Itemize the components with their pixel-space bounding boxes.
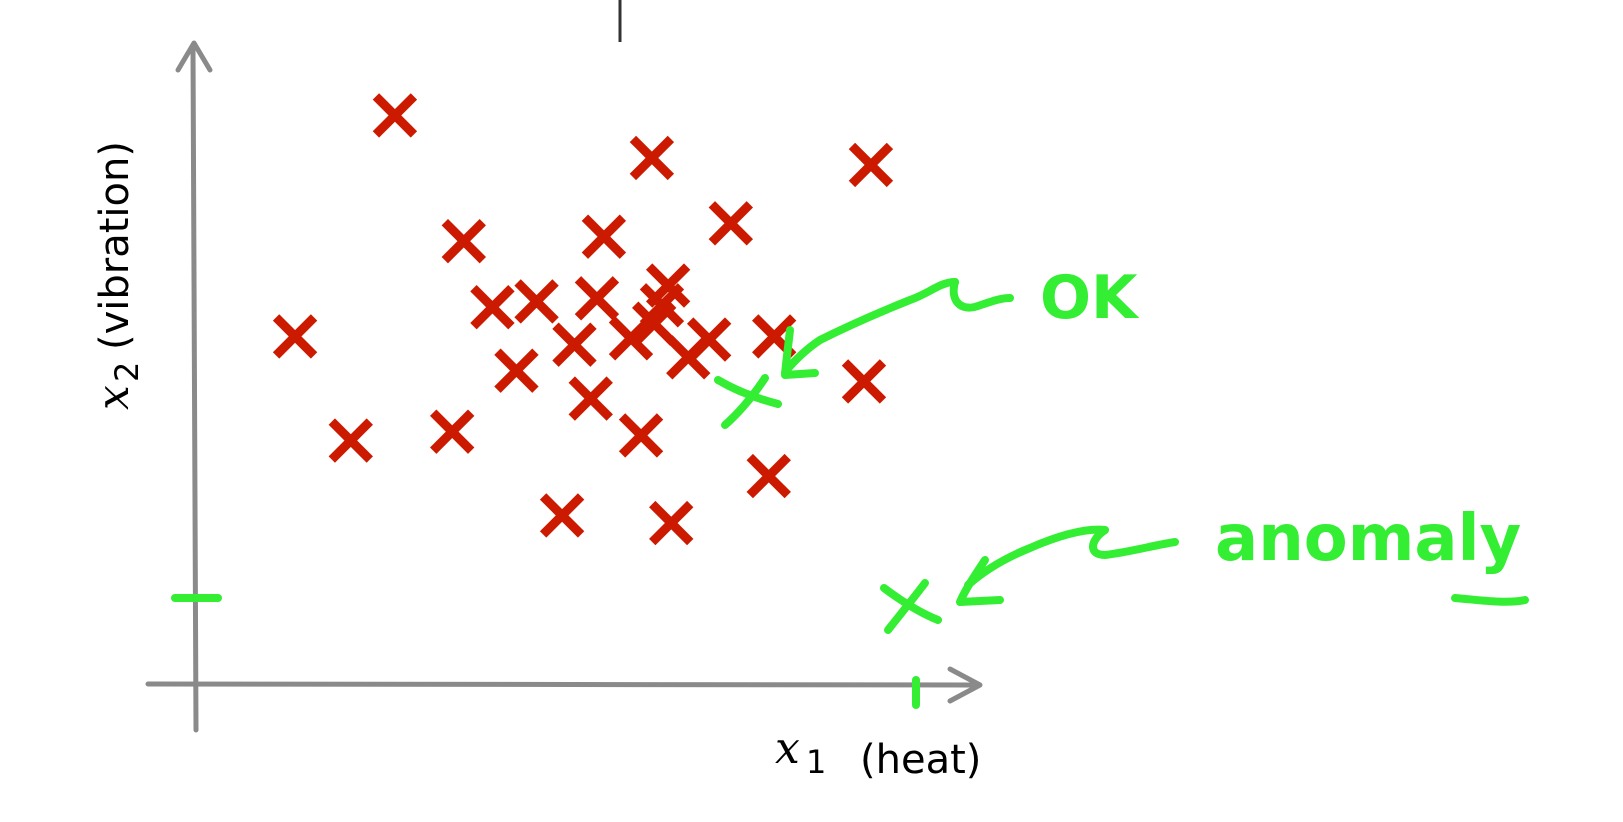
data-point-8 [514,279,559,324]
data-point-11 [632,301,677,346]
data-point-4 [581,214,627,259]
data-point-9 [574,276,620,321]
data-point-2 [848,142,894,188]
data-point-0 [372,93,418,138]
data-points [272,93,894,546]
data-point-3 [441,218,486,264]
data-point-20 [568,376,613,421]
y-axis-text: (vibration) [92,141,138,350]
data-point-18 [666,335,711,380]
ok-point-mark [714,374,782,429]
axes [145,40,983,733]
x-axis-text: (heat) [860,737,981,783]
y-axis-label: x 2 (vibration) [88,141,146,410]
annotation-anomaly: anomaly [880,502,1529,634]
ok-arrow [781,278,959,379]
anomaly-point-mark [880,579,942,634]
data-point-12 [272,314,318,359]
annotation-ok: OK [714,263,1140,429]
data-point-22 [430,409,475,454]
data-point-24 [746,453,791,499]
y-axis-var: x [88,385,139,410]
x-axis-sub: 1 [806,743,826,781]
anomaly-arrow [956,525,1109,606]
data-point-5 [708,201,754,246]
anomaly-squiggle [1089,526,1179,559]
x-axis-arrow-icon [947,666,983,704]
data-point-23 [618,413,664,458]
data-point-1 [629,135,675,181]
x-axis-var: x [775,723,800,774]
anomaly-label: anomaly [1215,502,1521,576]
x-axis-line [145,681,978,688]
ok-label: OK [1040,263,1140,333]
data-point-21 [328,418,373,463]
x-axis-label: x 1 (heat) [775,723,981,783]
data-point-7 [470,284,515,330]
data-point-26 [649,500,694,546]
data-point-13 [552,322,597,367]
y-axis-sub: 2 [108,362,146,382]
ok-squiggle [949,278,1014,312]
data-point-17 [494,348,539,393]
data-point-19 [841,359,887,404]
data-point-25 [539,493,585,538]
y-axis-line [190,47,199,733]
anomaly-underline [1451,594,1529,606]
y-axis-arrow-icon [175,40,213,73]
data-point-14 [608,316,654,361]
